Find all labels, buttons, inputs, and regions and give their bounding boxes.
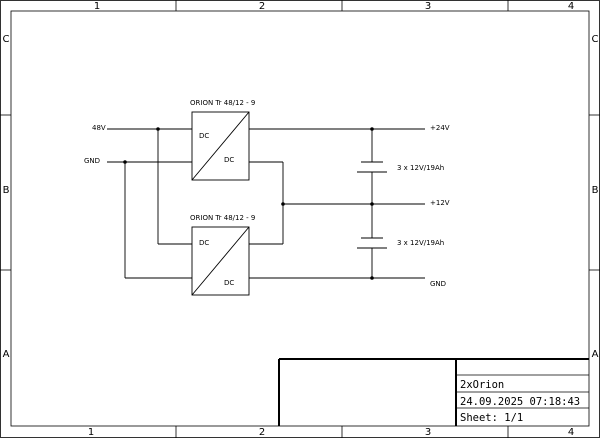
col-label-top-4: 4	[568, 1, 574, 12]
col-label-top-1: 1	[94, 1, 100, 12]
col-label-bottom-1: 1	[88, 427, 94, 438]
converter-1-symbol	[191, 111, 250, 181]
net-label-gnd-in: GND	[84, 157, 100, 165]
col-label-top-3: 3	[425, 1, 431, 12]
inner-frame	[10, 10, 590, 427]
converter-1-output-label: DC	[224, 156, 234, 164]
col-label-bottom-2: 2	[259, 427, 265, 438]
net-label-gnd-out: GND	[430, 280, 446, 288]
battery-2-symbol	[357, 237, 387, 249]
title-block	[278, 358, 589, 426]
battery-2-label: 3 x 12V/19Ah	[397, 239, 444, 247]
wire-gnd-out	[249, 248, 425, 280]
net-label-12v: +12V	[430, 199, 450, 207]
converter-2-input-label: DC	[199, 239, 209, 247]
row-label-left-b: B	[3, 185, 10, 196]
row-label-left-c: C	[3, 34, 10, 45]
title-block-date: 24.09.2025 07:18:43	[460, 396, 580, 408]
row-label-right-a: A	[592, 349, 599, 360]
col-label-bottom-3: 3	[425, 427, 431, 438]
row-label-right-b: B	[592, 185, 599, 196]
net-label-48v: 48V	[92, 124, 106, 132]
converter-1-title: ORION Tr 48/12 - 9	[190, 99, 255, 107]
col-label-top-2: 2	[259, 1, 265, 12]
battery-1-label: 3 x 12V/19Ah	[397, 164, 444, 172]
col-label-bottom-4: 4	[568, 427, 574, 438]
converter-2-symbol	[191, 226, 250, 296]
wire-24v	[249, 127, 425, 162]
row-label-left-a: A	[3, 349, 10, 360]
net-label-24v: +24V	[430, 124, 450, 132]
converter-1-input-label: DC	[199, 132, 209, 140]
wire-12v	[249, 161, 425, 245]
converter-2-output-label: DC	[224, 279, 234, 287]
battery-1-symbol	[357, 161, 387, 173]
wire-48v	[107, 127, 192, 245]
wire-gnd-in	[107, 160, 192, 279]
title-block-sheet: Sheet: 1/1	[460, 412, 523, 424]
converter-2-title: ORION Tr 48/12 - 9	[190, 214, 255, 222]
row-label-right-c: C	[592, 34, 599, 45]
title-block-name: 2xOrion	[460, 379, 504, 391]
